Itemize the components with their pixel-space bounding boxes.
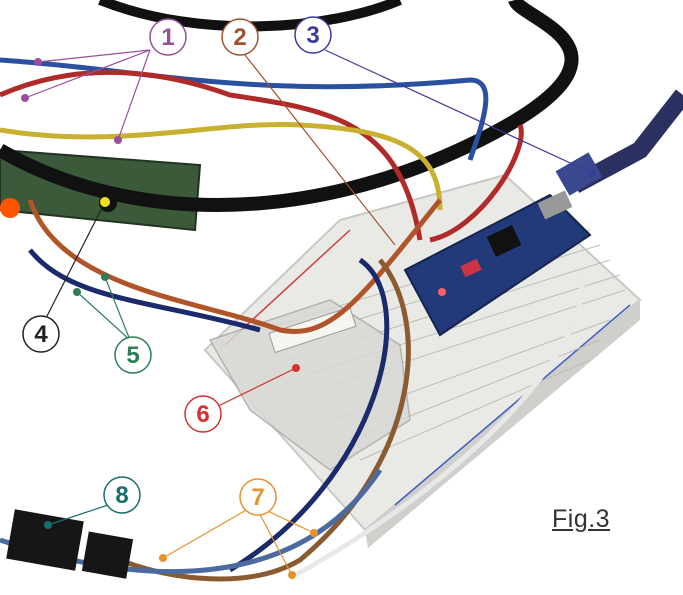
callout-3-number: 3 — [306, 22, 319, 49]
callout-7-number: 7 — [251, 484, 264, 511]
callout-5: 5 — [114, 336, 152, 374]
arduino-nano-board — [403, 190, 592, 337]
callout-2-number: 2 — [233, 24, 246, 51]
callout-2: 2 — [221, 18, 259, 56]
leader-dots — [21, 58, 596, 579]
callout-4-number: 4 — [34, 321, 48, 348]
figure-label: Fig.3 — [552, 505, 611, 533]
callout-8-number: 8 — [115, 482, 128, 509]
leader-lines — [24, 49, 593, 576]
callout-6-number: 6 — [196, 401, 209, 428]
callout-7: 7 — [239, 478, 277, 516]
black-cables — [0, 0, 579, 212]
usb-cable — [555, 89, 683, 196]
callout-3: 3 — [294, 16, 332, 54]
callout-8: 8 — [103, 476, 141, 514]
callout-5-number: 5 — [126, 342, 139, 369]
callout-1-number: 1 — [161, 24, 174, 51]
wires — [0, 57, 585, 582]
callout-6: 6 — [184, 395, 222, 433]
callout-4: 4 — [22, 315, 60, 353]
connector-housings — [6, 509, 134, 579]
callout-1: 1 — [149, 18, 187, 56]
